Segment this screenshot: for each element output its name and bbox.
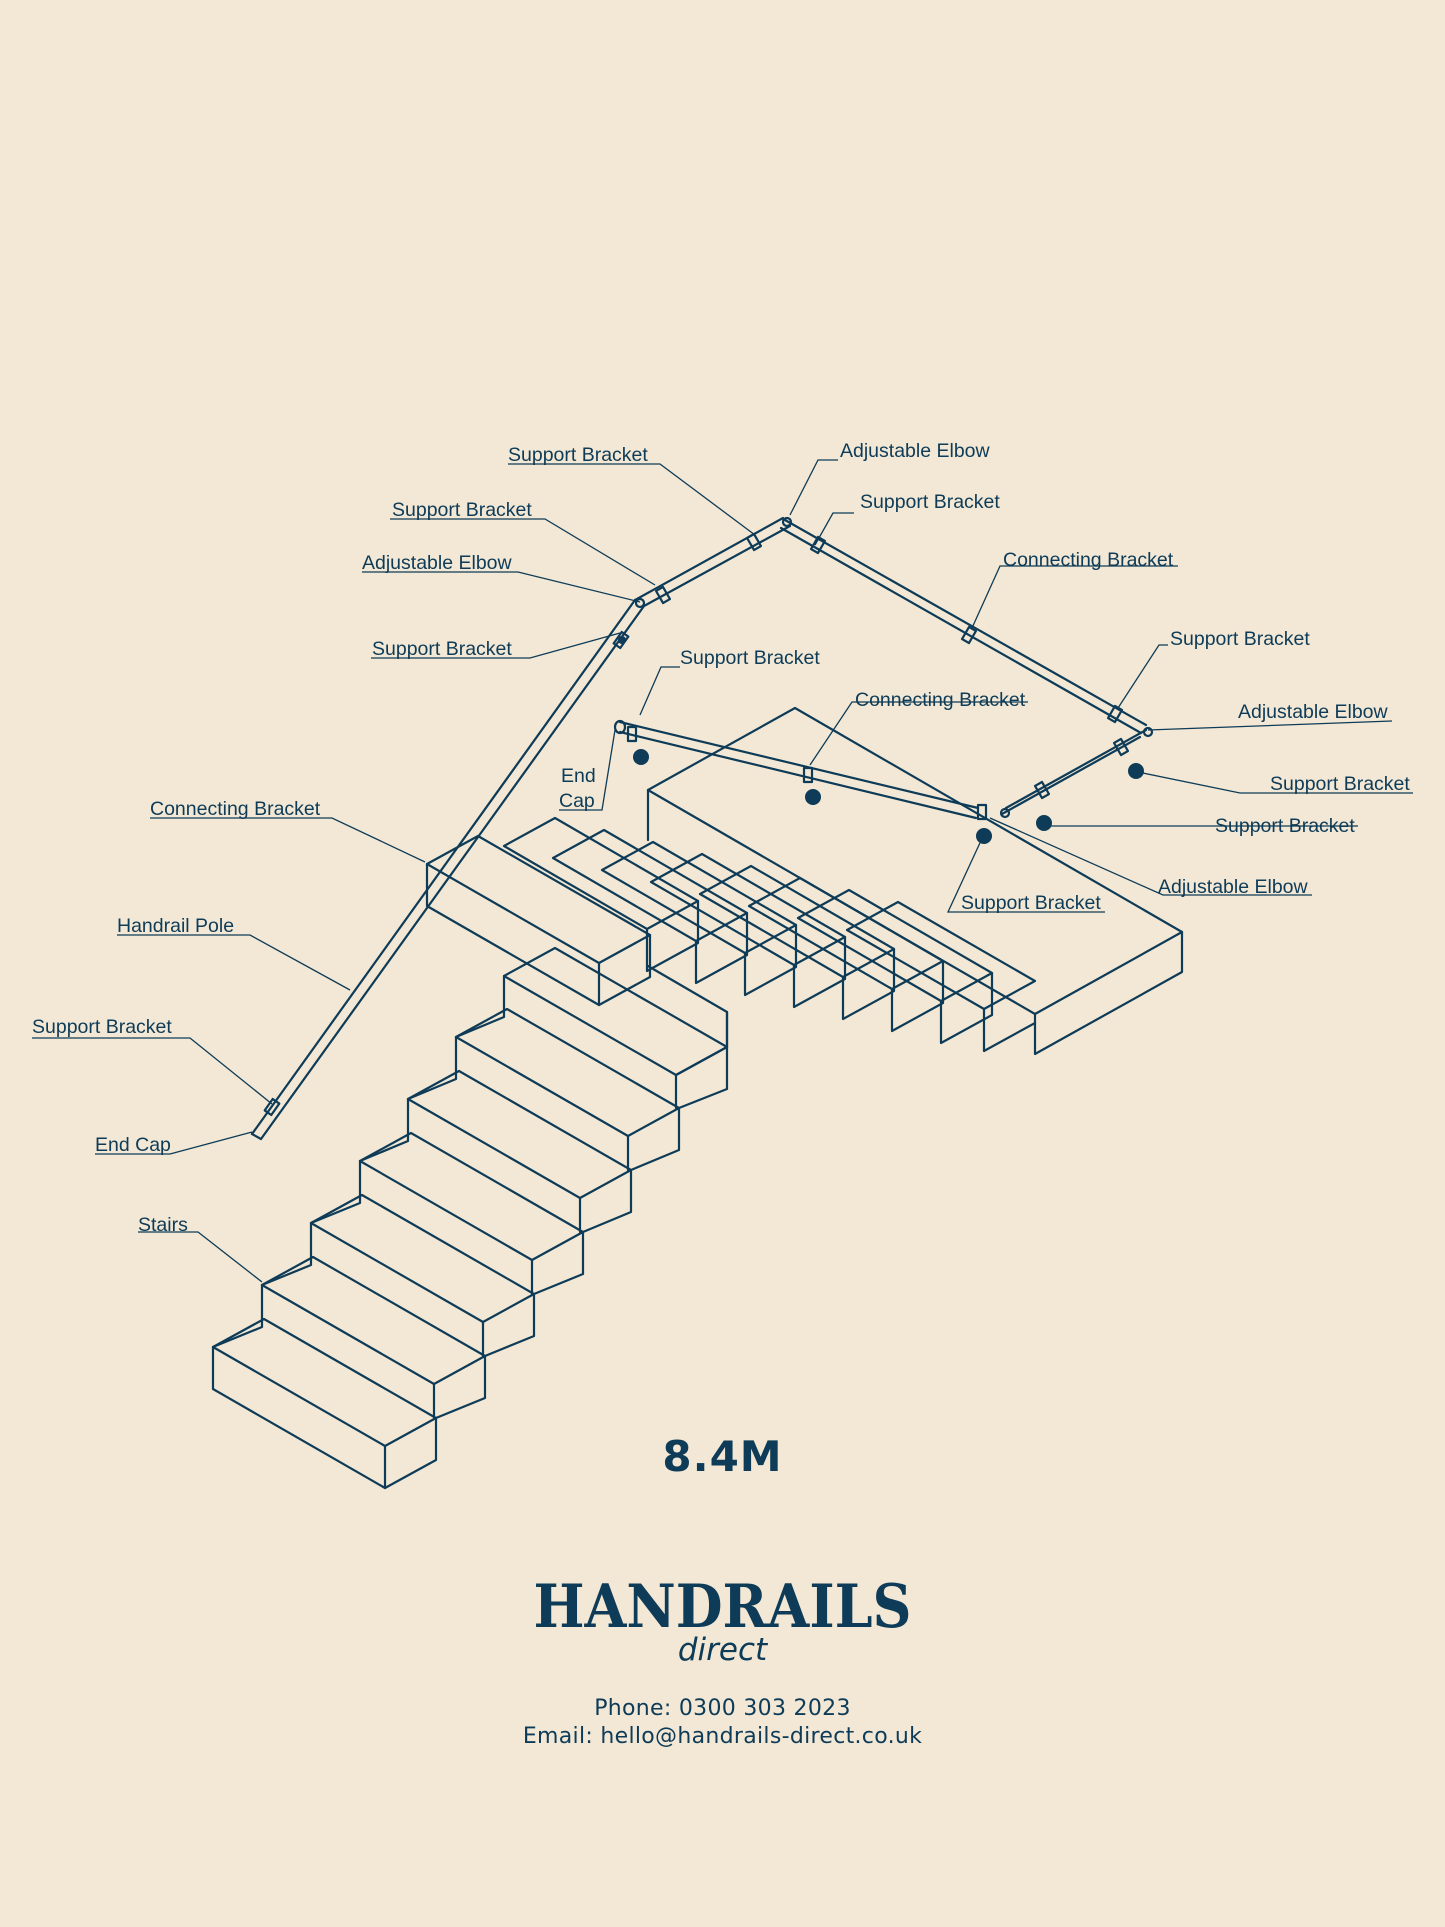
callout-support-bracket: Support Bracket [32,1016,172,1038]
callout-support-bracket: Support Bracket [961,892,1101,914]
callout-support-bracket: Support Bracket [1170,628,1310,650]
callout-connecting-bracket: Connecting Bracket [855,689,1026,711]
callout-connecting-bracket: Connecting Bracket [150,798,321,820]
brand-logo: HANDRAILS [533,1572,912,1642]
handrail-length: 8.4M [662,1432,783,1481]
callout-stairs: Stairs [138,1214,188,1236]
callout-adjustable-elbow: Adjustable Elbow [1238,701,1389,723]
handrail-long [250,516,1148,1141]
contact-phone: Phone: 0300 303 2023 [594,1696,851,1721]
callout-support-bracket: Support Bracket [392,499,532,521]
callout-adjustable-elbow: Adjustable Elbow [840,440,991,462]
callout-support-bracket: Support Bracket [1215,815,1355,837]
callout-support-bracket: Support Bracket [508,444,648,466]
callout-support-bracket: Support Bracket [372,638,512,660]
callout-support-bracket: Support Bracket [860,491,1000,513]
callout-labels: Support Bracket Adjustable Elbow Support… [32,440,1410,1236]
callout-handrail-pole: Handrail Pole [117,915,234,937]
contact-email: Email: hello@handrails-direct.co.uk [522,1724,923,1749]
callout-end-cap: End [561,765,596,787]
callout-support-bracket: Support Bracket [680,647,820,669]
callout-end-cap: Cap [559,790,595,812]
callout-end-cap: End Cap [95,1134,171,1156]
staircase-handrail-diagram: Support Bracket Adjustable Elbow Support… [32,440,1413,1490]
stairs-lower-flight [211,946,729,1490]
brand-tagline: direct [677,1632,768,1668]
handrail-short [613,719,980,820]
callout-support-bracket: Support Bracket [1270,773,1410,795]
callout-connecting-bracket: Connecting Bracket [1003,549,1174,571]
stairs-upper-flight [425,706,1184,1077]
callout-adjustable-elbow: Adjustable Elbow [1158,876,1309,898]
callout-adjustable-elbow: Adjustable Elbow [362,552,513,574]
leader-lines [32,459,1413,1283]
bracket-marks [263,516,1154,1117]
